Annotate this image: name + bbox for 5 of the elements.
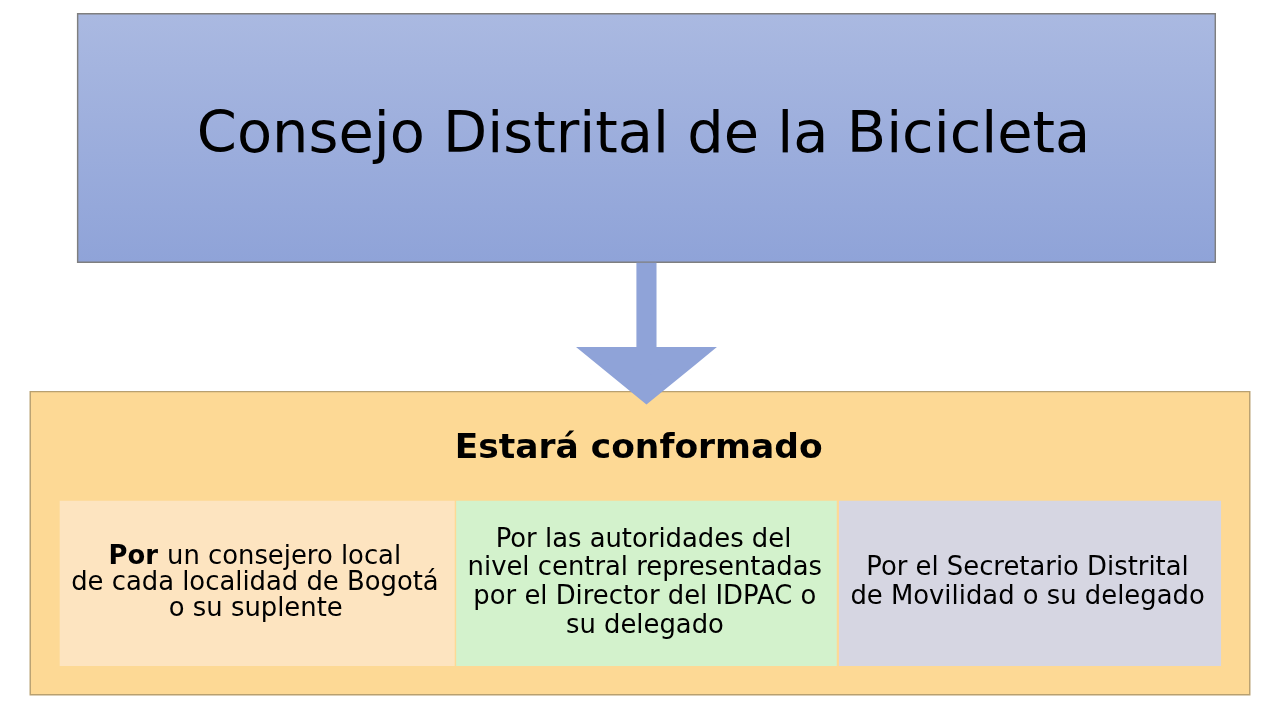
arrow [576,262,717,405]
node-box: Por las autoridades del nivel central representadas por el Director del IDPAC o su delegado [456,500,837,666]
node-box: Por un consejero local de cada localidad de Bogotá o su suplente [59,500,455,666]
node-box: Por el Secretario Distrital de Movilidad o su delegado [838,500,1222,666]
node-box: Consejo Distrital de la Bicicleta [76,13,1216,264]
